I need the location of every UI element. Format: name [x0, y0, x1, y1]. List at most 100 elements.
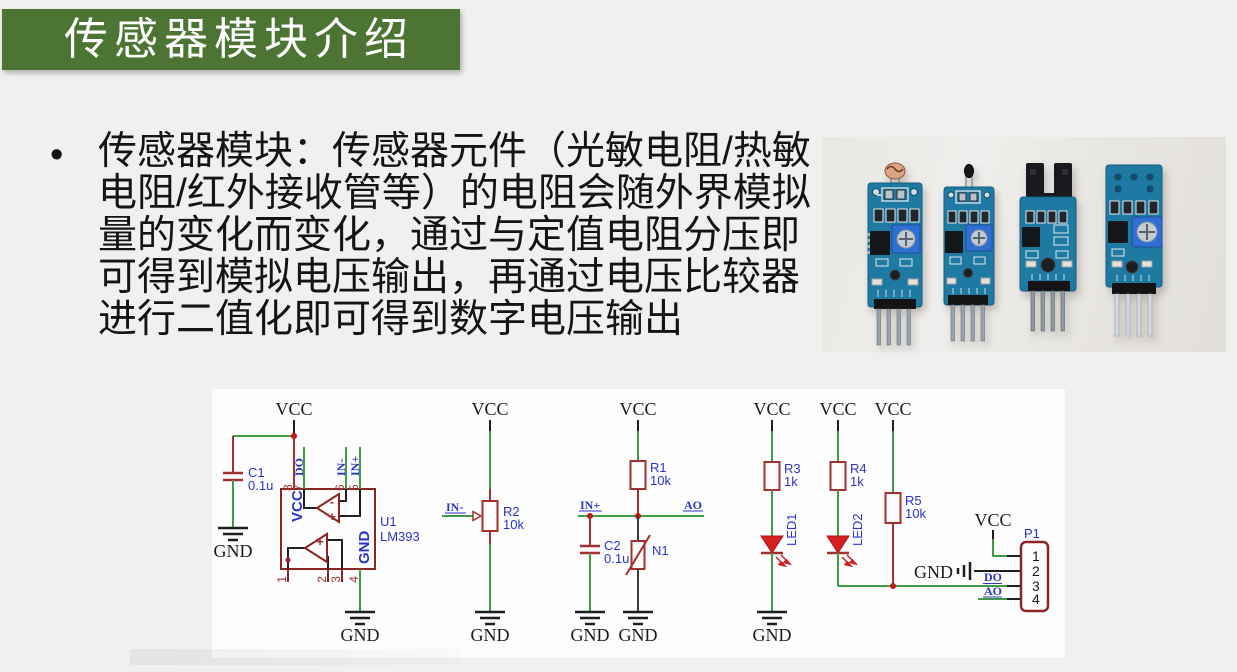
- net-in-plus: IN+: [580, 498, 600, 512]
- photo-module-photoresistor: [867, 162, 923, 346]
- r5-value: 10k: [905, 506, 926, 521]
- photo-module-thermistor: [943, 164, 995, 342]
- bullet-text: 传感器模块：传感器元件（光敏电阻/热敏电阻/红外接收管等）的电阻会随外界模拟量的…: [98, 130, 811, 341]
- vcc-label: VCC: [275, 399, 312, 419]
- pin-header: [948, 295, 988, 305]
- p1-pin1: 1: [1032, 548, 1040, 564]
- net-do: DO: [984, 570, 1002, 584]
- mounting-hole: [963, 268, 973, 278]
- u1-internal-gnd: GND: [356, 531, 373, 565]
- u1-value: LM393: [380, 529, 420, 544]
- opamp1-plus: +: [328, 509, 336, 524]
- photo-module-slot-optocoupler: [1019, 163, 1077, 332]
- u1-ref: U1: [380, 514, 397, 529]
- gnd-label: GND: [571, 625, 610, 645]
- gnd-label: GND: [753, 625, 792, 645]
- gnd-label: GND: [619, 625, 658, 645]
- vcc-label: VCC: [753, 399, 790, 419]
- r3-ref: R3: [784, 461, 801, 476]
- u1-pin1: 1: [275, 576, 289, 583]
- u1-pin8: 8: [281, 484, 295, 491]
- gnd-symbol: [475, 610, 505, 626]
- watermark-smudge: [130, 649, 460, 665]
- opamp1-minus: -: [330, 494, 334, 509]
- r2-value: 10k: [503, 517, 524, 532]
- u1-internal-vcc: VCC: [289, 490, 306, 522]
- r4-body: [829, 461, 847, 491]
- c1-ref: C1: [248, 465, 265, 480]
- vcc-label: VCC: [974, 510, 1011, 530]
- r1-ref: R1: [650, 460, 667, 475]
- r5-ref: R5: [905, 493, 922, 508]
- n1-ref: N1: [652, 543, 669, 558]
- gnd-symbol: [623, 610, 653, 626]
- vcc-label: VCC: [819, 399, 856, 419]
- r5-body: [884, 492, 902, 524]
- r2-ref: R2: [503, 504, 520, 519]
- c2-ref: C2: [604, 538, 621, 553]
- p1-body: [1019, 540, 1050, 613]
- r3-body: [763, 461, 781, 491]
- comparator-chip: [1022, 227, 1040, 247]
- gnd-symbol-sideways: [956, 562, 972, 580]
- gnd-symbol: [757, 610, 787, 626]
- net-ao: AO: [684, 498, 702, 512]
- photo-module-trimpot: [1105, 164, 1163, 337]
- u1-pin6: 6: [333, 484, 347, 491]
- r1-value: 10k: [650, 473, 671, 488]
- opamp1: [315, 492, 340, 524]
- page-title: 传感器模块介绍: [64, 14, 414, 64]
- title-banner: 传感器模块介绍: [2, 9, 460, 70]
- opamp2-minus: -: [318, 549, 322, 564]
- gnd-label: GND: [214, 541, 253, 561]
- r4-ref: R4: [850, 461, 867, 476]
- r1-body: [629, 460, 647, 490]
- r2-body: [481, 500, 499, 532]
- gnd-label: GND: [914, 562, 953, 582]
- opamp2-plus: +: [316, 534, 324, 549]
- gnd-label: GND: [471, 625, 510, 645]
- net-in-minus: IN-: [446, 500, 463, 514]
- led2-body: [826, 535, 850, 554]
- vcc-label: VCC: [471, 399, 508, 419]
- sensor-modules-photo: [822, 137, 1226, 352]
- pin-header: [1112, 283, 1156, 294]
- vcc-label: VCC: [619, 399, 656, 419]
- p1-pin2: 2: [1032, 563, 1040, 579]
- opamp2: [303, 532, 328, 564]
- pin-header: [1028, 281, 1070, 291]
- net-in-plus: IN+: [348, 456, 362, 476]
- net-ao: AO: [984, 584, 1002, 598]
- pin-header: [874, 299, 916, 309]
- gnd-symbol: [218, 526, 248, 542]
- gnd-symbol: [575, 610, 605, 626]
- r3-value: 1k: [784, 474, 798, 489]
- led1-ref: LED1: [784, 513, 799, 546]
- gnd-label: GND: [341, 625, 380, 645]
- net-do: DO: [292, 458, 306, 476]
- bullet-marker: •: [50, 134, 64, 176]
- p1-pin3: 3: [1032, 578, 1040, 594]
- comparator-chip: [945, 231, 963, 253]
- p1-pin4: 4: [1032, 591, 1040, 607]
- u1-pin3: 3: [329, 576, 343, 583]
- mounting-hole: [1125, 260, 1139, 274]
- led2-ref: LED2: [850, 513, 865, 546]
- c1-value: 0.1u: [248, 478, 273, 493]
- thermistor-bead: [964, 164, 974, 178]
- vcc-label: VCC: [874, 399, 911, 419]
- c2-value: 0.1u: [604, 551, 629, 566]
- r4-value: 1k: [850, 474, 864, 489]
- gnd-symbol: [345, 610, 375, 626]
- led1-body: [760, 535, 784, 554]
- p1-ref: P1: [1024, 526, 1040, 541]
- net-in-minus: IN-: [334, 459, 348, 476]
- comparator-chip: [1108, 221, 1128, 243]
- led1-arrows: [775, 554, 793, 568]
- wiper-arrow: [472, 510, 483, 522]
- u1-pin2: 2: [315, 576, 329, 583]
- u1-pin4: 4: [347, 576, 361, 583]
- u1-pin5: 5: [347, 484, 361, 491]
- u1-pin7: 7: [291, 484, 305, 491]
